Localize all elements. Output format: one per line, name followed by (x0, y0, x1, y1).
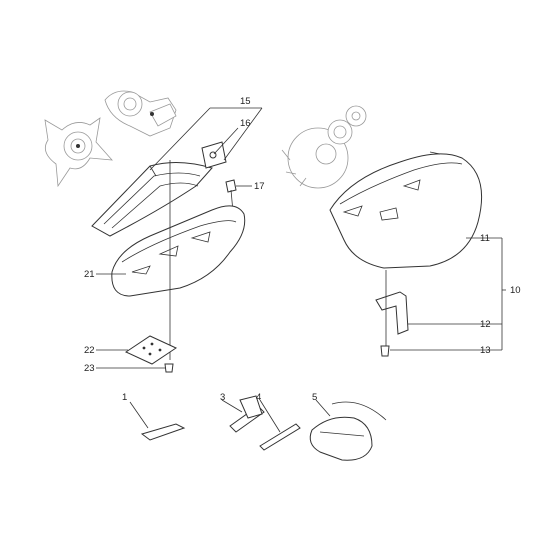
callout-23: 23 (84, 363, 95, 374)
clamp-12 (375, 291, 409, 335)
leader-lines (96, 107, 506, 433)
guard-cover-21 (111, 205, 246, 297)
callout-15: 15 (240, 96, 251, 107)
callout-4: 4 (256, 392, 261, 403)
guard-housing-11 (329, 151, 483, 269)
callout-10: 10 (510, 285, 521, 296)
gearhead-ghost (104, 90, 177, 137)
blade-guard-plate (91, 162, 213, 237)
callout-17: 17 (254, 181, 265, 192)
blade-ghost-right (281, 105, 367, 189)
safety-goggles-5 (309, 401, 387, 461)
callout-3: 3 (220, 392, 225, 403)
blade-ghost-left (44, 117, 113, 188)
callout-13: 13 (480, 345, 491, 356)
callout-21: 21 (84, 269, 95, 280)
screw-23 (164, 363, 174, 373)
callout-16: 16 (240, 118, 251, 129)
callout-5: 5 (312, 392, 317, 403)
callout-12: 12 (480, 319, 491, 330)
socket-wrench-3 (229, 395, 265, 433)
bracket-part (201, 141, 227, 169)
callout-1: 1 (122, 392, 127, 403)
hex-key-1 (140, 423, 186, 441)
plate-22 (124, 335, 178, 365)
callout-11: 11 (480, 233, 490, 244)
callout-22: 22 (84, 345, 95, 356)
screw-13 (380, 345, 390, 357)
rod-4 (259, 423, 301, 451)
